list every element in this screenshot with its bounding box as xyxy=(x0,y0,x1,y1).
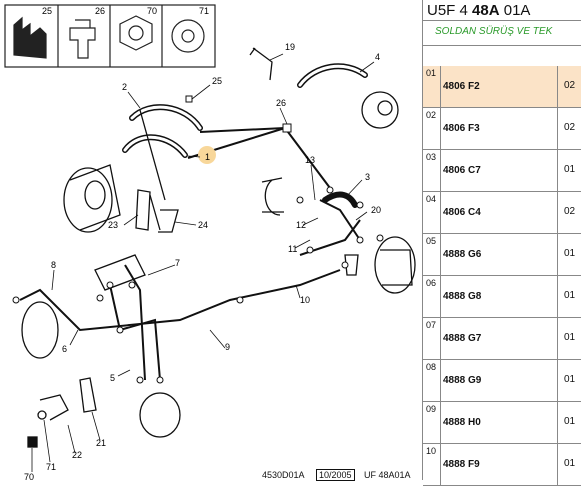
part-labels: 19 4 2 25 26 1 13 3 20 23 24 11 12 8 7 1… xyxy=(24,6,381,480)
part-label: 20 xyxy=(371,205,381,215)
row-cell xyxy=(440,360,558,401)
parts-row[interactable]: 04 4806 C4 02 xyxy=(423,192,581,234)
parts-row[interactable]: 05 4888 G6 01 xyxy=(423,234,581,276)
row-index: 03 xyxy=(426,152,437,162)
parts-row[interactable]: 01 4806 F2 02 xyxy=(423,66,581,108)
legend-label: 71 xyxy=(199,6,209,16)
part-qty: 01 xyxy=(564,248,576,259)
row-index: 04 xyxy=(426,194,437,204)
row-cell xyxy=(440,402,558,443)
part-code[interactable]: 4888 F9 xyxy=(443,459,480,470)
diagram-drawing: 19 4 2 25 26 1 13 3 20 23 24 11 12 8 7 1… xyxy=(4,4,416,480)
part-code[interactable]: 4806 F3 xyxy=(443,123,480,134)
part-label: 24 xyxy=(198,220,208,230)
row-cell xyxy=(440,192,558,233)
part-label: 1 xyxy=(205,152,210,162)
exploded-parts-diagram: 19 4 2 25 26 1 13 3 20 23 24 11 12 8 7 1… xyxy=(4,4,416,481)
part-code[interactable]: 4888 G8 xyxy=(443,291,482,302)
part-qty: 01 xyxy=(564,458,576,469)
row-index: 02 xyxy=(426,110,437,120)
part-label: 11 xyxy=(288,244,297,254)
part-label: 7 xyxy=(175,258,180,268)
part-label: 71 xyxy=(46,462,56,472)
parts-row[interactable]: 02 4806 F3 02 xyxy=(423,108,581,150)
row-cell xyxy=(440,108,558,149)
part-code[interactable]: 4888 G6 xyxy=(443,249,482,260)
part-label: 6 xyxy=(62,344,67,354)
part-label: 5 xyxy=(110,373,115,383)
part-label: 26 xyxy=(276,98,286,108)
part-label: 2 xyxy=(122,82,127,92)
part-code[interactable]: 4806 C7 xyxy=(443,165,481,176)
row-cell xyxy=(440,66,558,107)
footer-date: 10/2005 xyxy=(316,469,355,481)
footer-code: UF 48A01A xyxy=(364,470,411,480)
part-qty: 01 xyxy=(564,332,576,343)
page-title: U5F 4 48A 01A xyxy=(427,2,531,19)
part-label: 19 xyxy=(285,42,295,52)
part-code[interactable]: 4806 C4 xyxy=(443,207,481,218)
row-cell xyxy=(440,234,558,275)
part-qty: 02 xyxy=(564,122,576,133)
parts-list-panel: U5F 4 48A 01A SOLDAN SÜRÜŞ VE TEK 01 4806… xyxy=(422,0,581,486)
legend-label: 70 xyxy=(147,6,157,16)
row-cell xyxy=(440,276,558,317)
part-label: 9 xyxy=(225,342,230,352)
row-index: 10 xyxy=(426,446,437,456)
row-cell xyxy=(440,318,558,359)
row-index: 01 xyxy=(426,68,437,78)
part-label: 22 xyxy=(72,450,82,460)
legend-label: 26 xyxy=(95,6,105,16)
row-cell xyxy=(440,150,558,191)
part-qty: 01 xyxy=(564,416,576,427)
row-index: 05 xyxy=(426,236,437,246)
part-qty: 02 xyxy=(564,206,576,217)
row-index: 06 xyxy=(426,278,437,288)
components xyxy=(21,47,416,448)
row-index: 08 xyxy=(426,362,437,372)
part-qty: 01 xyxy=(564,374,576,385)
legend-strip xyxy=(4,4,216,68)
part-qty: 02 xyxy=(564,80,576,91)
part-code[interactable]: 4888 G7 xyxy=(443,333,482,344)
part-label: 23 xyxy=(108,220,118,230)
row-cell xyxy=(440,444,558,485)
part-qty: 01 xyxy=(564,164,576,175)
row-index: 09 xyxy=(426,404,437,414)
part-label: 12 xyxy=(296,220,306,230)
parts-row[interactable]: 09 4888 H0 01 xyxy=(423,402,581,444)
part-label: 8 xyxy=(51,260,56,270)
part-label: 4 xyxy=(375,52,380,62)
part-label: 3 xyxy=(365,172,370,182)
footer-ref: 4530D01A xyxy=(262,470,305,480)
row-index: 07 xyxy=(426,320,437,330)
part-label: 10 xyxy=(300,295,310,305)
part-qty: 01 xyxy=(564,290,576,301)
part-label: 13 xyxy=(305,155,315,165)
subtitle-bar: SOLDAN SÜRÜŞ VE TEK xyxy=(423,20,581,46)
part-code[interactable]: 4888 G9 xyxy=(443,375,482,386)
parts-row[interactable]: 06 4888 G8 01 xyxy=(423,276,581,318)
parts-row[interactable]: 07 4888 G7 01 xyxy=(423,318,581,360)
part-label: 25 xyxy=(212,76,222,86)
part-label: 21 xyxy=(96,438,106,448)
parts-row[interactable]: 08 4888 G9 01 xyxy=(423,360,581,402)
parts-row[interactable]: 03 4806 C7 01 xyxy=(423,150,581,192)
part-label: 70 xyxy=(24,472,34,480)
part-code[interactable]: 4806 F2 xyxy=(443,81,480,92)
brake-pipes xyxy=(19,127,361,381)
legend-label: 25 xyxy=(42,6,52,16)
part-code[interactable]: 4888 H0 xyxy=(443,417,481,428)
